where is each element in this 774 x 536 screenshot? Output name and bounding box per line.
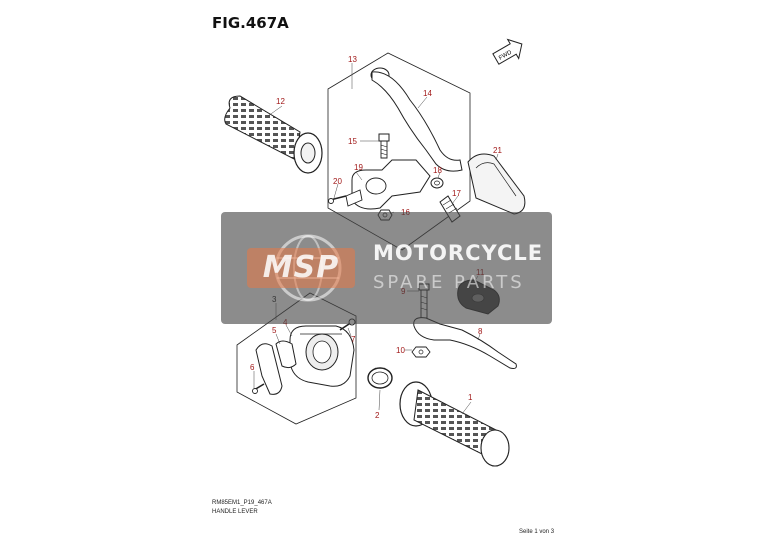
footer-page: Seite 1 von 3	[519, 529, 555, 535]
cover-plate	[255, 343, 283, 395]
callout-14: 14	[423, 89, 432, 98]
clamp-2	[367, 367, 393, 389]
callout-5: 5	[272, 326, 277, 335]
brake-lever	[413, 317, 517, 369]
lever-holder	[345, 159, 431, 210]
right-grip	[399, 381, 510, 467]
screw-20	[328, 195, 347, 204]
callout-21: 21	[493, 146, 502, 155]
msp-logo-text: MSP	[262, 250, 340, 285]
lever-assembly-outline	[327, 52, 471, 251]
callout-18: 18	[433, 166, 442, 175]
cable-guide	[275, 340, 297, 369]
msp-logo: MSP	[247, 248, 355, 288]
callout-6: 6	[250, 363, 255, 372]
brand-line-2: SPARE PARTS	[373, 272, 525, 293]
throttle-housing	[289, 325, 355, 387]
footer-name: HANDLE LEVER	[212, 509, 258, 515]
left-grip	[224, 95, 323, 174]
nut-10	[411, 346, 431, 358]
ring-18	[430, 177, 444, 189]
clutch-lever	[370, 67, 463, 172]
lever-cover	[467, 153, 526, 215]
callout-8: 8	[478, 327, 483, 336]
fwd-arrow-icon: FWD	[492, 38, 523, 65]
callout-2: 2	[375, 411, 380, 420]
callout-10: 10	[396, 346, 405, 355]
callout-19: 19	[354, 163, 363, 172]
callout-1: 1	[468, 393, 473, 402]
callout-13: 13	[348, 55, 357, 64]
watermark-banner: MSP MOTORCYCLE SPARE PARTS	[221, 212, 552, 324]
footer-code: RM85EM1_P19_467A	[212, 500, 272, 506]
figure-title: FIG.467A	[212, 14, 289, 32]
screw-6	[252, 383, 265, 394]
callout-12: 12	[276, 97, 285, 106]
callout-17: 17	[452, 189, 461, 198]
callout-7: 7	[351, 335, 356, 344]
callout-20: 20	[333, 177, 342, 186]
bolt-15	[378, 133, 390, 159]
brand-line-1: MOTORCYCLE	[373, 241, 544, 265]
callout-15: 15	[348, 137, 357, 146]
